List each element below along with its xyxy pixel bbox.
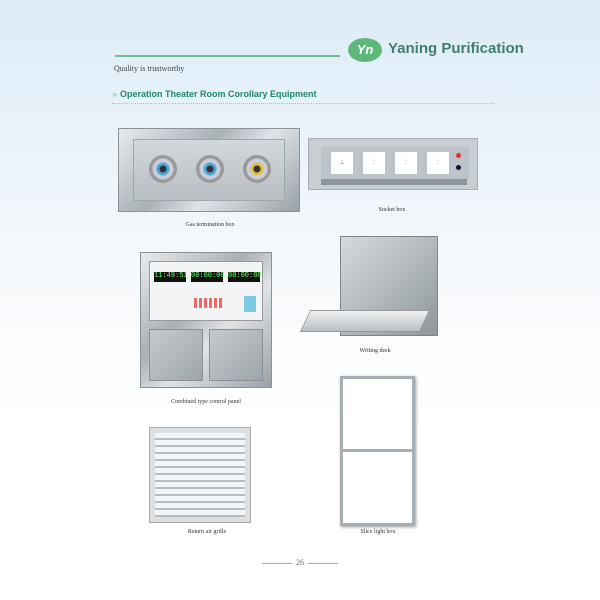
caption-writing-desk: Writing desk — [359, 348, 391, 354]
header-rule — [115, 55, 340, 57]
caption-socket-box: Socket box — [378, 207, 406, 213]
socket-box-image: ⊥⁚⁚⁚ — [308, 138, 478, 190]
brand-logo: Yn — [348, 38, 382, 62]
writing-desk-shelf — [299, 310, 431, 332]
section-divider — [112, 103, 494, 104]
timer-display-2: 00:00:00 — [228, 272, 262, 282]
clock-display: 11:49:51 — [154, 272, 188, 282]
chevron-icon: » — [112, 89, 118, 99]
page-number-text: 26 — [296, 558, 304, 567]
caption-slice-light-box: Slice light box — [360, 529, 396, 535]
slice-light-box-image — [340, 376, 415, 526]
return-air-grille-image — [150, 428, 250, 522]
caption-control-panel: Combined type control panel — [171, 399, 241, 405]
timer-display: 00:00:00 — [191, 272, 225, 282]
brand-name: Yaning Purification — [388, 40, 524, 57]
tagline: Quality is trustworthy — [114, 64, 185, 73]
section-title: »Operation Theater Room Corollary Equipm… — [112, 89, 317, 99]
caption-gas-termination-box: Gas termination box — [185, 222, 235, 228]
page-number: 26 — [0, 558, 600, 567]
gas-termination-box-image — [118, 128, 300, 212]
control-panel-image: 11:49:51 00:00:00 00:00:00 — [140, 252, 272, 388]
caption-return-air-grille: Return air grille — [187, 529, 227, 535]
section-title-text: Operation Theater Room Corollary Equipme… — [120, 89, 317, 99]
